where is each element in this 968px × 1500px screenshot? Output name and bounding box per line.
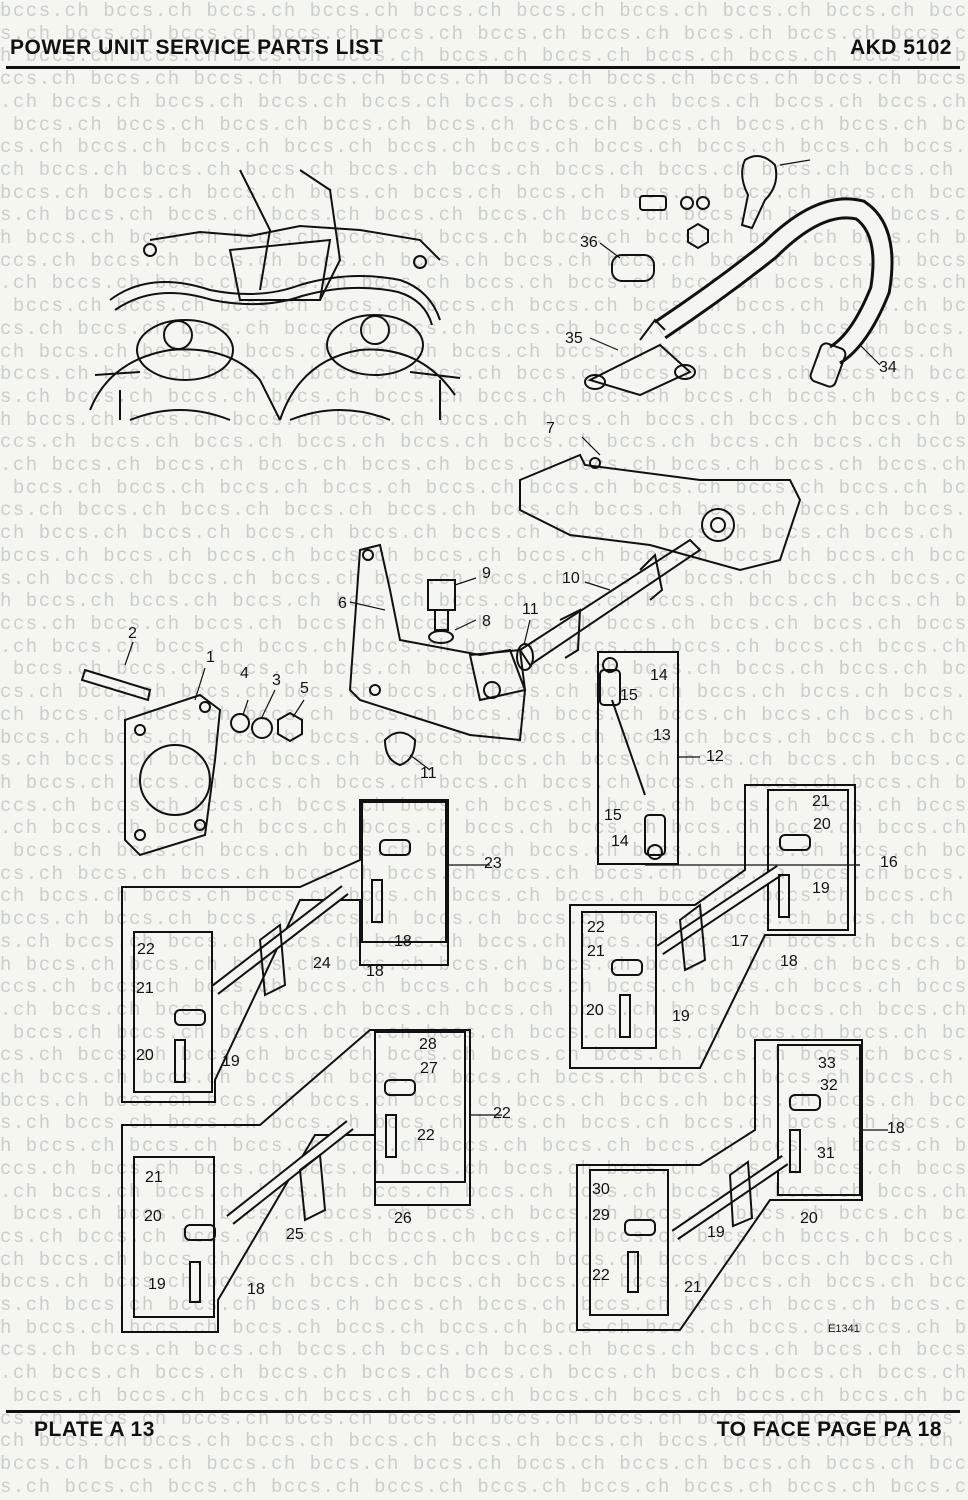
- callout-15: 15: [620, 687, 638, 704]
- callout-18: 18: [887, 1120, 905, 1137]
- callout-33: 33: [818, 1055, 836, 1072]
- linkage-group-27: [121, 1029, 471, 1333]
- callout-21: 21: [812, 793, 830, 810]
- callout-14: 14: [650, 667, 668, 684]
- callout-23: 23: [484, 855, 502, 872]
- callout-19: 19: [148, 1276, 166, 1293]
- callout-18: 18: [247, 1281, 265, 1298]
- callout-6: 6: [338, 595, 347, 612]
- callout-5: 5: [300, 680, 309, 697]
- plate-number: PLATE A 13: [34, 1418, 155, 1441]
- callout-15: 15: [604, 807, 622, 824]
- linkage-group-16: [569, 784, 856, 1069]
- callout-18: 18: [780, 953, 798, 970]
- linkage-group-25: [121, 799, 449, 1103]
- throttle-bracket-assembly: [348, 453, 802, 767]
- callout-26: 26: [394, 1210, 412, 1227]
- callout-32: 32: [820, 1077, 838, 1094]
- engine-installation-sketch: [89, 169, 461, 421]
- callout-22: 22: [417, 1127, 435, 1144]
- callout-34: 34: [879, 359, 897, 376]
- callout-3: 3: [272, 672, 281, 689]
- callout-31: 31: [817, 1145, 835, 1162]
- callout-2: 2: [128, 625, 137, 642]
- callout-9: 9: [482, 565, 491, 582]
- drawing-reference: E1341: [828, 1323, 860, 1335]
- callout-8: 8: [482, 613, 491, 630]
- face-page-reference: TO FACE PAGE PA 18: [716, 1418, 942, 1441]
- callout-20: 20: [813, 816, 831, 833]
- callout-22: 22: [587, 919, 605, 936]
- callout-28: 28: [419, 1036, 437, 1053]
- callout-16: 16: [880, 854, 898, 871]
- callout-25: 25: [286, 1226, 304, 1243]
- callout-24: 24: [313, 955, 331, 972]
- callout-22: 22: [137, 941, 155, 958]
- page-title: POWER UNIT SERVICE PARTS LIST: [10, 36, 384, 59]
- flange-and-stud: [80, 668, 303, 857]
- callout-19: 19: [707, 1224, 725, 1241]
- callout-13: 13: [653, 727, 671, 744]
- callout-4: 4: [240, 665, 249, 682]
- callout-20: 20: [136, 1047, 154, 1064]
- linkage-group-23: [576, 1039, 863, 1331]
- callout-11: 11: [420, 765, 437, 782]
- callout-7: 7: [546, 420, 555, 437]
- footer-rule: [6, 1410, 960, 1413]
- callout-22: 22: [592, 1267, 610, 1284]
- callout-18: 18: [394, 933, 412, 950]
- callout-1: 1: [206, 649, 215, 666]
- callout-12: 12: [706, 748, 724, 765]
- callout-35: 35: [565, 330, 583, 347]
- callout-27: 27: [420, 1060, 438, 1077]
- callout-10: 10: [562, 570, 580, 587]
- leader-lines: [124, 159, 888, 1131]
- callout-20: 20: [144, 1208, 162, 1225]
- callout-17: 17: [731, 933, 749, 950]
- callout-36: 36: [580, 234, 598, 251]
- callout-29: 29: [592, 1207, 610, 1224]
- callout-21: 21: [587, 943, 605, 960]
- callout-21: 21: [684, 1279, 702, 1296]
- callout-14: 14: [611, 833, 629, 850]
- callout-19: 19: [812, 880, 830, 897]
- callout-11: 11: [522, 601, 539, 618]
- callout-18: 18: [366, 963, 384, 980]
- callout-21: 21: [136, 980, 154, 997]
- callout-30: 30: [592, 1181, 610, 1198]
- callout-21: 21: [145, 1169, 163, 1186]
- callout-19: 19: [222, 1053, 240, 1070]
- hose-assembly: [584, 155, 894, 397]
- callout-19: 19: [672, 1008, 690, 1025]
- document-code: AKD 5102: [849, 36, 952, 59]
- callout-22: 22: [493, 1105, 511, 1122]
- callout-20: 20: [586, 1002, 604, 1019]
- header-rule: [6, 66, 960, 69]
- callout-20: 20: [800, 1210, 818, 1227]
- control-rod-box: [597, 651, 679, 865]
